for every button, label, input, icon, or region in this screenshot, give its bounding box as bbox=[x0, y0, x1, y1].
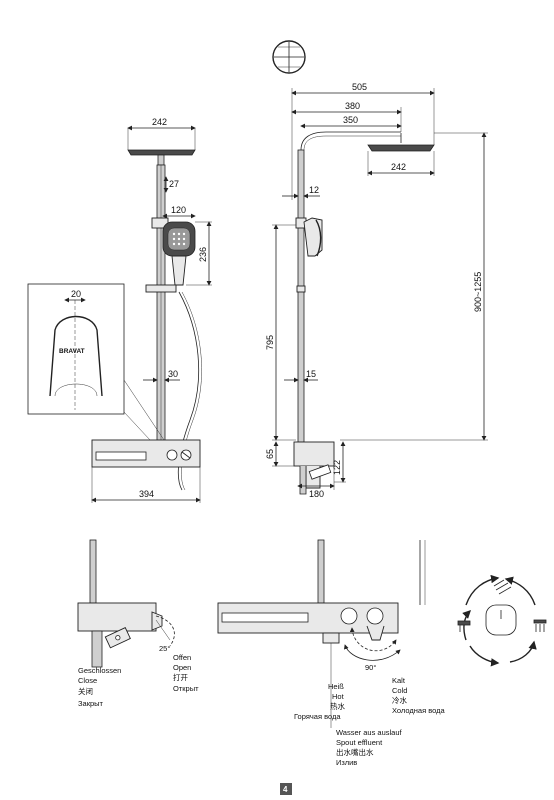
spout-icon bbox=[457, 620, 471, 632]
dim-head-gap: 27 bbox=[169, 179, 179, 189]
dim-head-width: 242 bbox=[152, 117, 167, 127]
temperature-knob bbox=[366, 607, 384, 625]
close-label-de: Geschlossen bbox=[78, 666, 121, 675]
page-number-badge: 4 bbox=[280, 783, 292, 795]
dim-height-range: 900~1255 bbox=[473, 272, 483, 312]
dim-base-height: 65 bbox=[265, 449, 275, 459]
dim-rail: 30 bbox=[168, 369, 178, 379]
open-label-de: Offen bbox=[173, 653, 191, 662]
hot-label-zh: 热水 bbox=[330, 701, 345, 711]
close-label-en: Close bbox=[78, 676, 97, 685]
hand-shower bbox=[162, 221, 196, 286]
page-number: 4 bbox=[283, 785, 288, 794]
close-label-zh: 关闭 bbox=[78, 686, 93, 696]
hot-label-en: Hot bbox=[332, 692, 345, 701]
open-label-ru: Открыт bbox=[173, 684, 199, 693]
overhead-shower-head bbox=[127, 149, 196, 156]
hose bbox=[177, 291, 200, 491]
dim-valve: 122 bbox=[332, 460, 342, 475]
diverter-knob-icon bbox=[485, 604, 517, 636]
front-view: 242 27 120 236 30 bbox=[91, 117, 212, 503]
spout-label-zh: 出水嘴出水 bbox=[336, 747, 374, 757]
flow-knob bbox=[340, 607, 358, 625]
detail-dim-width: 20 bbox=[71, 289, 81, 299]
dim-holder: 15 bbox=[306, 369, 316, 379]
cold-label-zh: 冷水 bbox=[392, 695, 407, 705]
hand-shower-icon bbox=[533, 619, 547, 632]
mixer-detail: 90° Heiß Hot 热水 Горячая вода Kalt Cold 冷… bbox=[217, 539, 446, 767]
cold-label-ru: Холодная вода bbox=[392, 706, 446, 715]
dim-total-projection: 505 bbox=[352, 82, 367, 92]
side-hand-shower bbox=[303, 217, 323, 257]
brand-logo: BRAVAT bbox=[59, 348, 85, 355]
dim-wall-gap: 12 bbox=[309, 185, 319, 195]
detail-callout: 20 BRAVAT bbox=[27, 283, 165, 441]
dim-mid-height: 795 bbox=[265, 335, 275, 350]
dim-arm-inner: 350 bbox=[343, 115, 358, 125]
hot-label-ru: Горячая вода bbox=[294, 712, 341, 721]
mixer-angle: 90° bbox=[365, 663, 376, 672]
dim-depth: 180 bbox=[309, 489, 324, 499]
cold-label-en: Cold bbox=[392, 686, 407, 695]
cold-label-de: Kalt bbox=[392, 676, 406, 685]
side-overhead-head bbox=[367, 144, 435, 152]
diverter-detail: 25° Offen Open 打开 Открыт Geschlossen Clo… bbox=[77, 539, 199, 708]
side-riser bbox=[297, 149, 305, 443]
open-label-en: Open bbox=[173, 663, 191, 672]
dim-arm: 380 bbox=[345, 101, 360, 111]
diverter-angle: 25° bbox=[159, 644, 170, 653]
spout-label-ru: Излив bbox=[336, 758, 357, 767]
crosshair-install-icon bbox=[272, 40, 306, 74]
dim-side-head: 242 bbox=[391, 162, 406, 172]
open-label-zh: 打开 bbox=[173, 672, 188, 682]
lower-bracket bbox=[145, 284, 177, 293]
rotation-diagram bbox=[457, 574, 547, 667]
hot-label-de: Heiß bbox=[328, 682, 344, 691]
overhead-shower-icon bbox=[493, 579, 512, 595]
close-label-ru: Закрыт bbox=[78, 699, 104, 708]
spout-label-en: Spout effluent bbox=[336, 738, 383, 747]
side-view: 505 380 350 242 12 900~1255 795 bbox=[265, 82, 488, 499]
dim-hand-height: 236 bbox=[198, 247, 208, 262]
dim-base-width: 394 bbox=[139, 489, 154, 499]
side-valve-body bbox=[293, 441, 335, 467]
spout-label-de: Wasser aus auslauf bbox=[336, 728, 403, 737]
dim-hand-width: 120 bbox=[171, 205, 186, 215]
